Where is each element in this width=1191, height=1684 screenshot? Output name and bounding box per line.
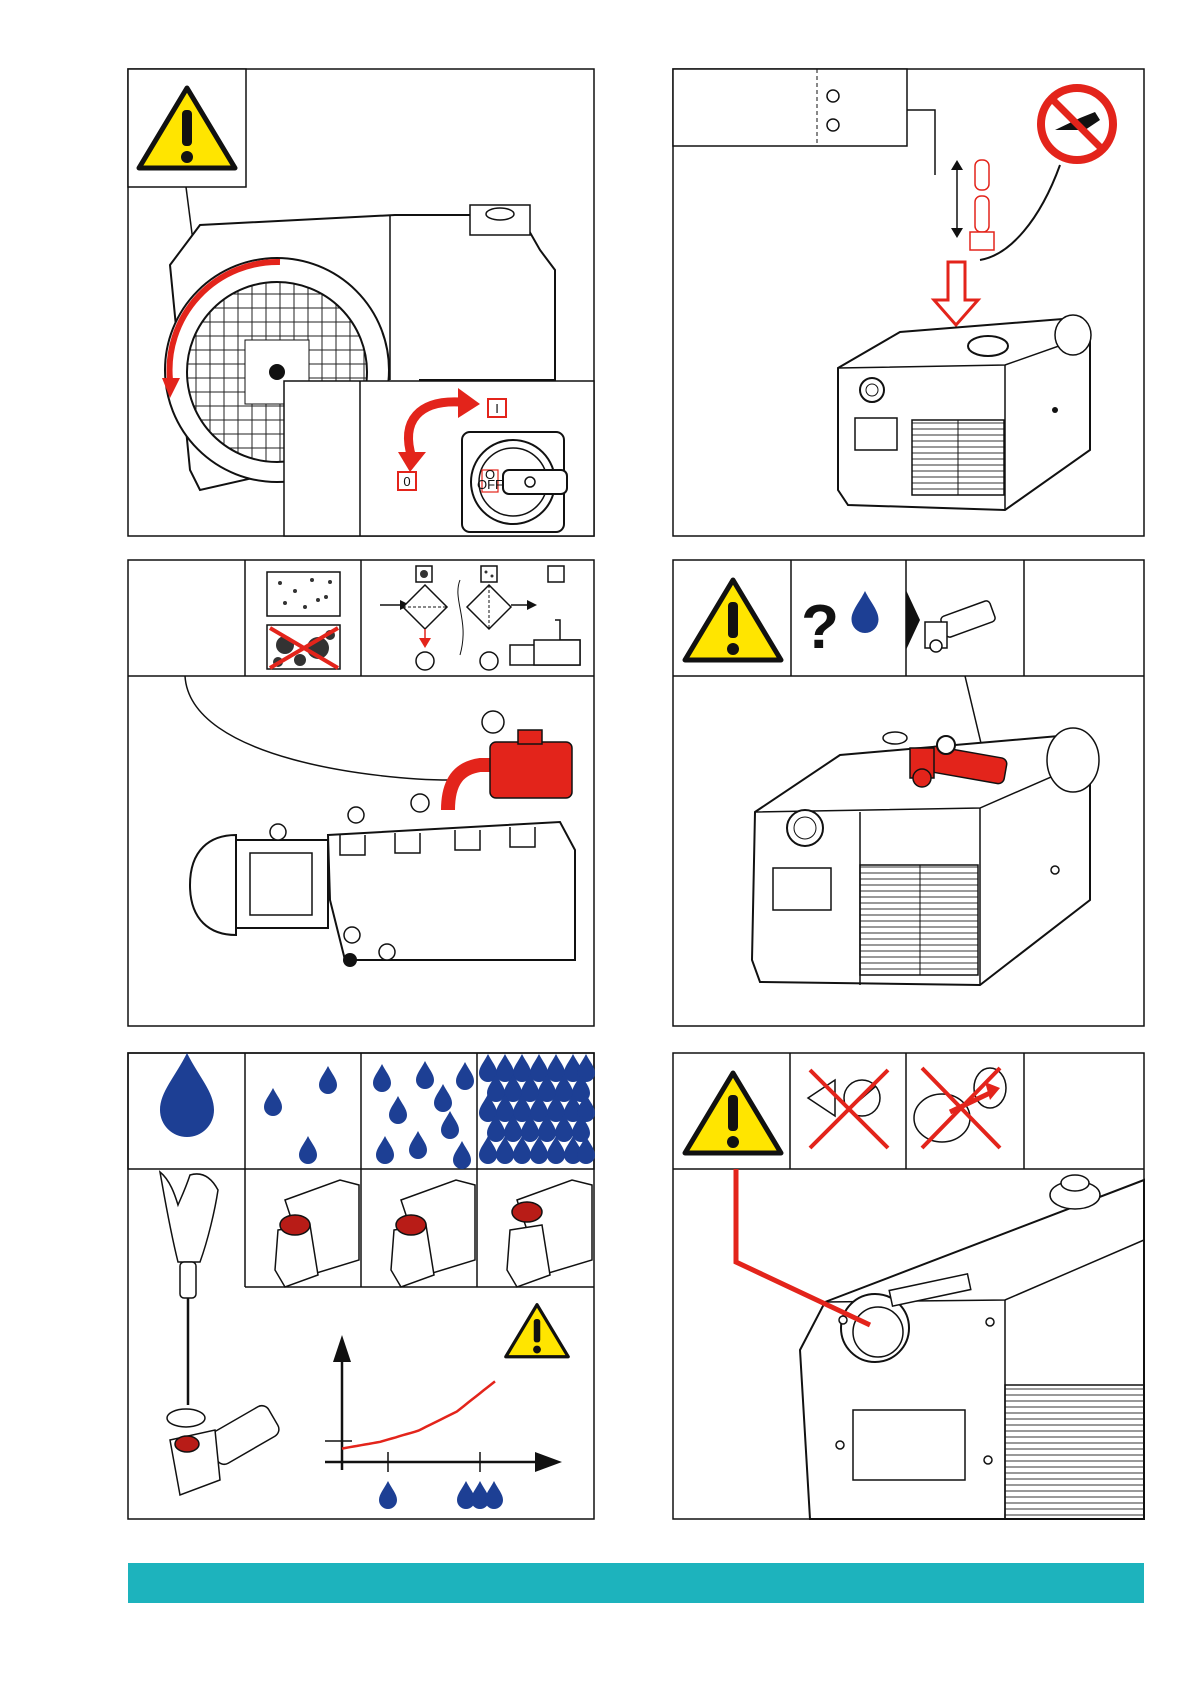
panel-oil-filling (673, 69, 1144, 536)
panel-rotation: O OFF I 0 (128, 69, 594, 536)
svg-text:?: ? (801, 593, 839, 662)
x-tick-drop-many (485, 1481, 503, 1509)
warning-triangle-icon (685, 580, 781, 660)
svg-text:0: 0 (403, 474, 410, 489)
filter-icon (380, 566, 580, 670)
panel-water-vapour (128, 1053, 595, 1519)
gas-ballast-icon (925, 600, 996, 652)
warning-triangle-icon (685, 1073, 781, 1153)
screwdriver-icon (160, 1172, 218, 1427)
panel-gas-ballast: ? (673, 560, 1144, 1026)
no-entry-icon (914, 1068, 1006, 1148)
no-oil-icon (1041, 88, 1113, 160)
question-icon: ? (801, 593, 839, 662)
svg-text:OFF: OFF (477, 477, 503, 492)
panel-inlet-no-objects (673, 1053, 1144, 1519)
x-tick-drop-one (379, 1481, 397, 1509)
main-switch-icon: O OFF (462, 432, 567, 532)
panel-inlet-filter (128, 560, 594, 1026)
chart-series-line (342, 1381, 495, 1448)
svg-text:I: I (495, 401, 499, 416)
footer-accent-band (128, 1563, 1144, 1603)
warning-triangle-icon (506, 1305, 568, 1357)
no-entry-icon (808, 1070, 888, 1148)
water-drop-icon (852, 591, 879, 633)
drop-pressure-chart (325, 1335, 562, 1509)
water-drop-icon (160, 1053, 214, 1137)
